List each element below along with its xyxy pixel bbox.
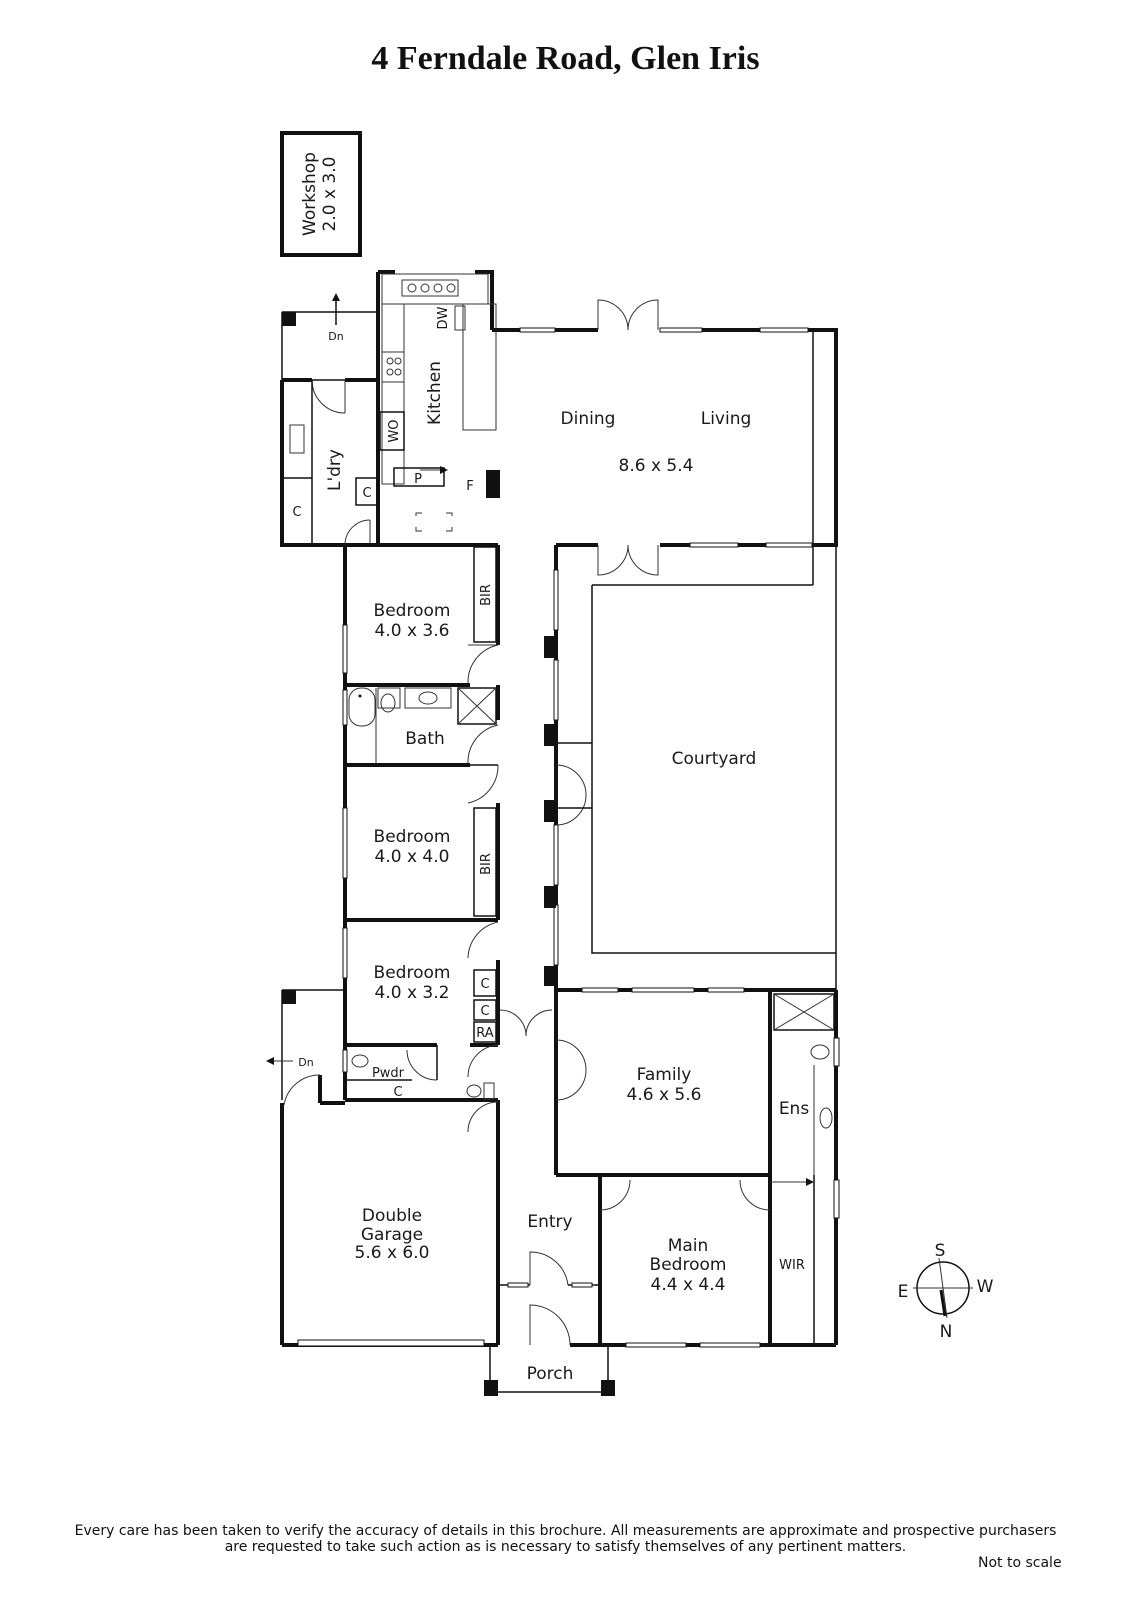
bedroom3-dims: 4.0 x 3.2 <box>375 983 450 1003</box>
bedroom2-dims: 4.0 x 4.0 <box>375 847 450 867</box>
dining-living-walls <box>492 299 838 585</box>
laundry-cupboard2-label: C <box>362 486 371 501</box>
workshop-dims: 2.0 x 3.0 <box>320 157 340 232</box>
kitchen-label: Kitchen <box>425 361 445 425</box>
wall-oven-label: WO <box>387 419 402 442</box>
bedroom1-dims: 4.0 x 3.6 <box>375 621 450 641</box>
garage-dims: 5.6 x 6.0 <box>355 1243 430 1263</box>
garage-label2: Garage <box>361 1225 423 1245</box>
family-label: Family <box>637 1065 692 1085</box>
disclaimer: Every care has been taken to verify the … <box>20 1523 1111 1555</box>
powder-cupboard-label: C <box>393 1085 402 1100</box>
workshop-label: Workshop <box>300 152 320 236</box>
laundry-label: L'dry <box>325 449 345 491</box>
workshop-outline <box>280 131 362 257</box>
not-to-scale-note: Not to scale <box>978 1555 1062 1571</box>
bedroom2-label: Bedroom <box>374 827 451 847</box>
porch-outline <box>484 1345 615 1396</box>
laundry-walls <box>280 378 453 547</box>
wir-label: WIR <box>779 1258 805 1273</box>
rear-down-label: Dn <box>328 330 343 343</box>
bath-label: Bath <box>405 729 445 749</box>
bedroom3-label: Bedroom <box>374 963 451 983</box>
garage-down-label: Dn <box>298 1056 313 1069</box>
garage-label1: Double <box>362 1206 422 1226</box>
disclaimer-line1: Every care has been taken to verify the … <box>74 1523 1057 1539</box>
hall-cupboard-label: C <box>480 1004 489 1019</box>
bedroom3-cupboard-label: C <box>480 977 489 992</box>
compass-west: W <box>977 1277 994 1297</box>
compass-south: S <box>935 1241 946 1261</box>
courtyard-walls <box>499 545 837 1037</box>
pantry-label: P <box>414 472 422 487</box>
compass-icon <box>913 1257 973 1319</box>
main-bedroom-dims: 4.4 x 4.4 <box>651 1275 726 1295</box>
compass-north: N <box>940 1322 953 1342</box>
dishwasher-label: DW <box>436 306 451 329</box>
porch-label: Porch <box>527 1364 574 1384</box>
family-dims: 4.6 x 5.6 <box>627 1085 702 1105</box>
bedroom2-robe-label: BIR <box>479 853 494 875</box>
bedroom1-label: Bedroom <box>374 601 451 621</box>
entry-label: Entry <box>527 1212 572 1232</box>
disclaimer-line2: are requested to take such action as is … <box>224 1539 907 1555</box>
powder-label: Pwdr <box>372 1066 405 1081</box>
family-wing-walls <box>554 987 840 1345</box>
main-bedroom-label2: Bedroom <box>650 1255 727 1275</box>
living-label: Living <box>701 409 752 429</box>
ra-label: RA <box>476 1026 494 1041</box>
ensuite-label: Ens <box>779 1099 810 1119</box>
main-bedroom-label1: Main <box>668 1236 709 1256</box>
main-bedroom-walls <box>598 1175 836 1348</box>
dining-label: Dining <box>561 409 616 429</box>
laundry-cupboard-label: C <box>292 505 301 520</box>
compass-east: E <box>898 1282 909 1302</box>
fridge-label: F <box>466 479 473 494</box>
bedroom-wing-walls <box>342 543 500 1102</box>
courtyard-label: Courtyard <box>672 749 757 769</box>
bedroom1-robe-label: BIR <box>479 584 494 606</box>
kitchen-walls <box>376 269 500 545</box>
dining-living-dims: 8.6 x 5.4 <box>619 456 694 476</box>
garage-walls <box>266 989 600 1347</box>
plan-title: 4 Ferndale Road, Glen Iris <box>371 40 760 77</box>
